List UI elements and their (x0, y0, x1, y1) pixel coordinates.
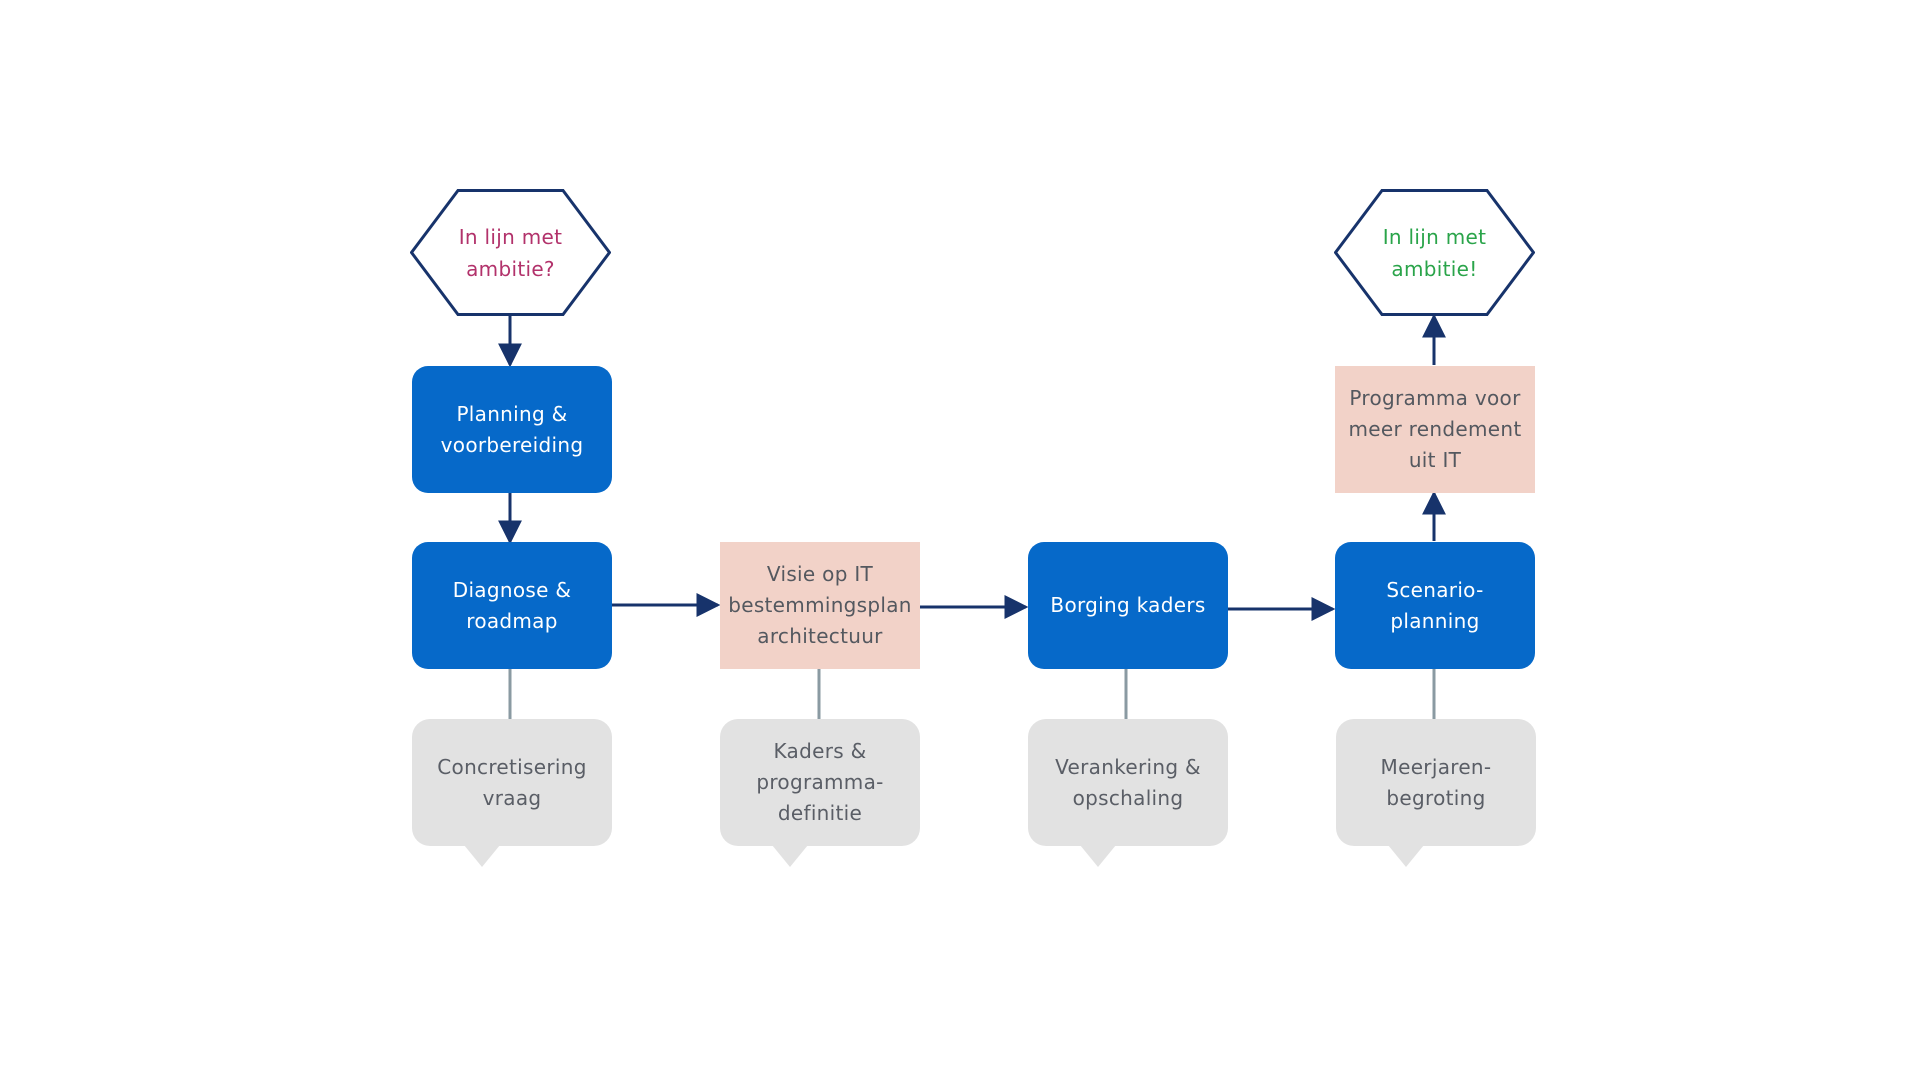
start-decision-hexagon: In lijn met ambitie? (410, 189, 611, 316)
deliverable-visie-op-it: Visie op IT bestemmingsplan architectuur (720, 542, 920, 669)
speech-bubble-tail (1388, 845, 1424, 867)
note-concretisering-text: Concretisering vraag (437, 754, 587, 810)
note-kaders-programmadefinitie: Kaders & programma- definitie (720, 719, 920, 867)
step-borging-kaders: Borging kaders (1028, 542, 1228, 669)
step-scenario-planning: Scenario- planning (1335, 542, 1535, 669)
start-decision-label: In lijn met ambitie? (458, 224, 563, 281)
speech-bubble-tail (464, 845, 500, 867)
note-meerjaren-text: Meerjaren- begroting (1380, 754, 1492, 810)
step-diagnose-roadmap: Diagnose & roadmap (412, 542, 612, 669)
note-verankering-opschaling: Verankering & opschaling (1028, 719, 1228, 867)
end-decision-hexagon: In lijn met ambitie! (1334, 189, 1535, 316)
speech-bubble-tail (1080, 845, 1116, 867)
note-concretisering-vraag: Concretisering vraag (412, 719, 612, 867)
speech-bubble-tail (772, 845, 808, 867)
deliverable-programma-rendement: Programma voor meer rendement uit IT (1335, 366, 1535, 493)
note-kaders-text: Kaders & programma- definitie (756, 739, 884, 825)
note-verankering-text: Verankering & opschaling (1055, 754, 1201, 810)
end-decision-label: In lijn met ambitie! (1382, 224, 1487, 281)
step-planning-voorbereiding: Planning & voorbereiding (412, 366, 612, 493)
note-meerjarenbegroting: Meerjaren- begroting (1336, 719, 1536, 867)
